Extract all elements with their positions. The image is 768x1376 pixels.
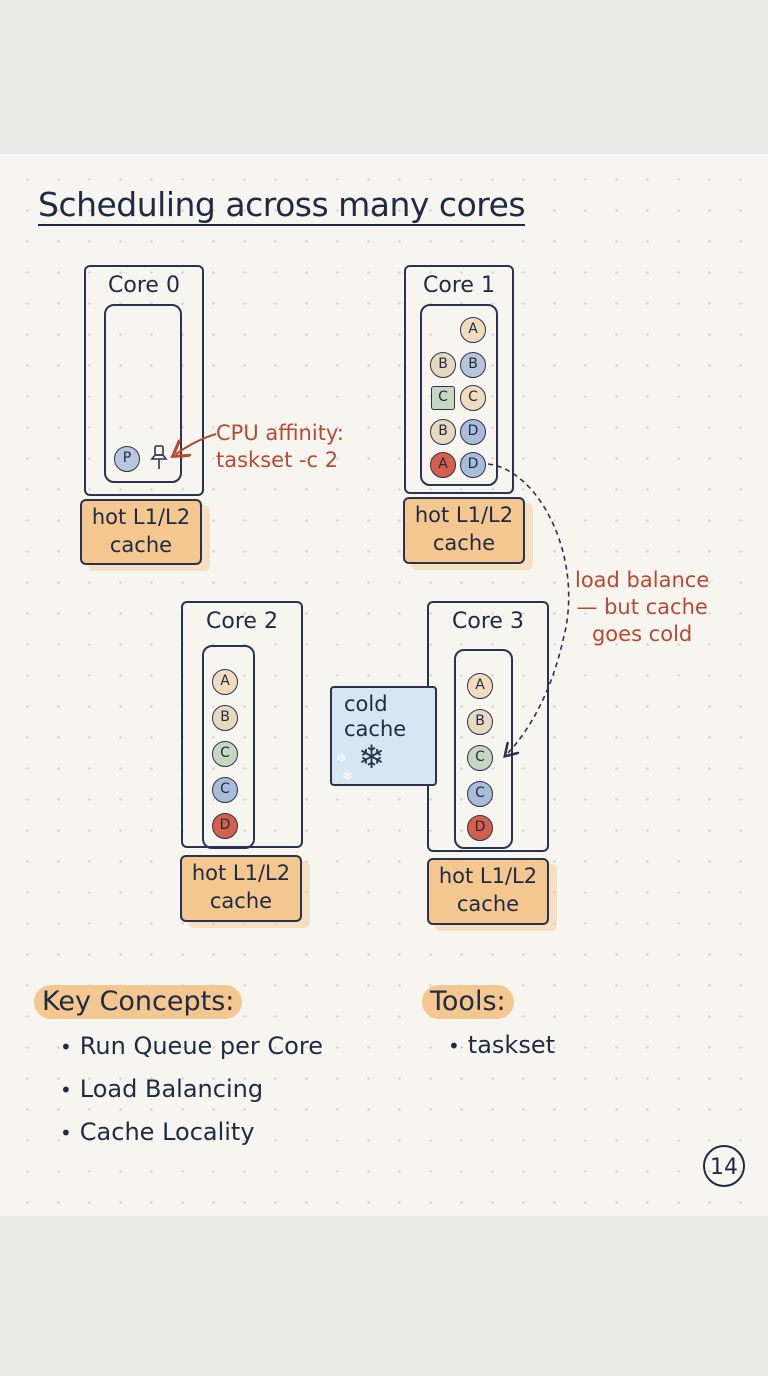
task-D: D xyxy=(460,452,486,478)
core-0-cache: hot L1/L2 cache xyxy=(80,499,202,565)
task-C: C xyxy=(467,745,493,771)
affinity-note-line1: CPU affinity: xyxy=(216,421,344,445)
task-B: B xyxy=(467,709,493,735)
core-3-cache: hot L1/L2 cache xyxy=(427,858,549,925)
core-2-cache: hot L1/L2 cache xyxy=(180,855,302,922)
core-3-label: Core 3 xyxy=(452,609,524,634)
core-1-run-queue: A B B C C B D A D xyxy=(420,304,498,486)
task-D: D xyxy=(212,813,238,839)
cache-label-line2: cache xyxy=(209,889,273,913)
task-B: B xyxy=(430,352,456,378)
task-B: B xyxy=(430,419,456,445)
task-B: B xyxy=(460,352,486,378)
cold-cache-line1: cold xyxy=(344,692,388,716)
load-balance-note-line2: — but cache xyxy=(576,595,708,619)
task-C: C xyxy=(460,385,486,411)
core-0-run-queue: P xyxy=(104,304,182,483)
task-A: A xyxy=(460,317,486,343)
cache-label-line1: hot L1/L2 xyxy=(414,503,514,527)
core-2-run-queue: A B C C D xyxy=(202,645,255,849)
task-C: C xyxy=(212,741,238,767)
key-concepts-heading: Key Concepts: xyxy=(34,985,243,1019)
core-0: Core 0 P xyxy=(84,265,204,496)
core-1-label: Core 1 xyxy=(423,273,495,298)
task-C: C xyxy=(467,781,493,807)
tools-list: taskset xyxy=(448,1024,555,1067)
core-1-cache: hot L1/L2 cache xyxy=(403,497,525,564)
core-2-label: Core 2 xyxy=(206,609,278,634)
task-A: A xyxy=(212,669,238,695)
pin-icon xyxy=(149,444,169,472)
task-A: A xyxy=(467,673,493,699)
list-item: Run Queue per Core xyxy=(60,1025,323,1068)
snowflake-icon: ❄ xyxy=(358,738,385,776)
affinity-note-line2: taskset -c 2 xyxy=(216,448,339,472)
cache-label-line1: hot L1/L2 xyxy=(191,861,291,885)
cold-cache-box: cold cache ❄ ❄ ❄ xyxy=(330,686,437,786)
task-C: C xyxy=(212,777,238,803)
cache-label-line2: cache xyxy=(432,531,496,555)
cold-cache-line2: cache xyxy=(344,717,407,741)
task-C: C xyxy=(431,386,455,410)
cache-label-line2: cache xyxy=(109,533,173,557)
cache-label-line1: hot L1/L2 xyxy=(91,505,191,529)
load-balance-note-line3: goes cold xyxy=(591,622,693,646)
list-item: taskset xyxy=(448,1024,555,1067)
page-number: 14 xyxy=(703,1145,745,1187)
load-balance-note: load balance — but cache goes cold xyxy=(575,567,709,648)
core-2: Core 2 A B C C D xyxy=(181,601,303,849)
load-balance-note-line1: load balance xyxy=(575,568,710,592)
affinity-note: CPU affinity: taskset -c 2 xyxy=(216,420,344,474)
core-0-label: Core 0 xyxy=(108,273,180,298)
snowflake-small-icon: ❄ xyxy=(342,769,353,784)
task-D: D xyxy=(460,419,486,445)
list-item: Load Balancing xyxy=(60,1068,323,1111)
snowflake-small-icon: ❄ xyxy=(336,751,347,766)
task-A: A xyxy=(430,452,456,478)
core-3: Core 3 A B C C D xyxy=(427,601,549,852)
cache-label-line1: hot L1/L2 xyxy=(438,864,538,888)
core-1: Core 1 A B B C C B D A D xyxy=(404,265,514,494)
page-title: Scheduling across many cores xyxy=(38,185,526,226)
cache-label-line2: cache xyxy=(456,892,520,916)
task-P: P xyxy=(114,446,140,472)
tools-heading: Tools: xyxy=(422,985,514,1019)
task-D: D xyxy=(467,815,493,841)
task-B: B xyxy=(212,705,238,731)
key-concepts-list: Run Queue per Core Load Balancing Cache … xyxy=(60,1025,323,1154)
list-item: Cache Locality xyxy=(60,1111,323,1154)
core-3-run-queue: A B C C D xyxy=(454,649,513,849)
